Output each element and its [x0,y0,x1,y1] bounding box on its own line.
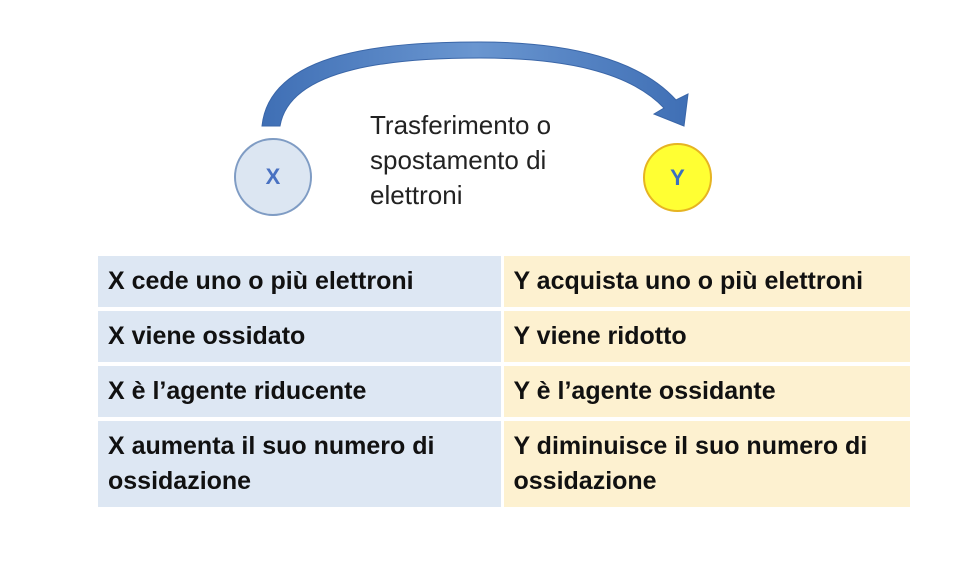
node-x: X [234,138,312,216]
table-cell-y: Y diminuisce il suo numero di ossidazion… [503,421,910,507]
node-y-label: Y [670,164,685,190]
table-cell-y: Y acquista uno o più elettroni [503,256,910,307]
node-y: Y [643,143,712,212]
electron-transfer-diagram: X Trasferimento o spostamento di elettro… [0,0,978,240]
transfer-arrow-canvas [261,41,689,127]
table-cell-x: X aumenta il suo numero di ossidazione [98,421,504,507]
table-cell-x: X è l’agente riducente [98,366,504,417]
transfer-arrow [261,41,689,127]
node-x-label: X [265,164,281,189]
table-row: X aumenta il suo numero di ossidazione Y… [98,421,910,507]
arrow-caption: Trasferimento o spostamento di elettroni [370,110,552,210]
table-cell-y: Y è l’agente ossidante [503,366,910,417]
table-row: X viene ossidato Y viene ridotto [98,311,910,362]
table-row: X è l’agente riducente Y è l’agente ossi… [98,366,910,417]
redox-comparison-table: X cede uno o più elettroni Y acquista un… [98,252,910,511]
table-cell-x: X cede uno o più elettroni [98,256,504,307]
table-cell-x: X viene ossidato [98,311,504,362]
table-cell-y: Y viene ridotto [503,311,910,362]
table-row: X cede uno o più elettroni Y acquista un… [98,256,910,307]
